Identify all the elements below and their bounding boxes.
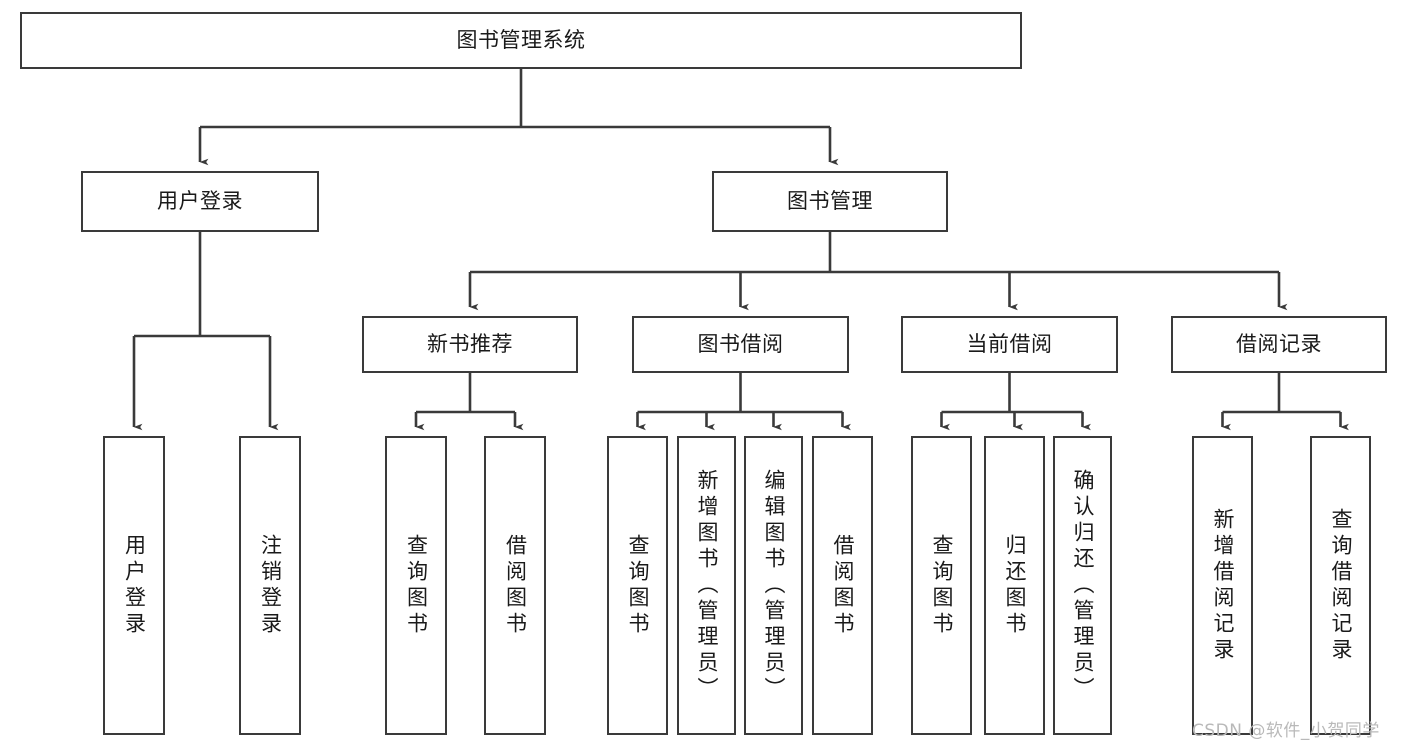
node-leaf-user-login[interactable]: 用户登录 <box>103 436 165 735</box>
node-label-leaf-borrow-book-rec: 借阅图书 <box>503 533 528 638</box>
node-label-leaf-edit-book: 编辑图书（管理员） <box>762 468 786 703</box>
node-leaf-query-book-rec[interactable]: 查询图书 <box>385 436 447 735</box>
node-leaf-query-book-borrow[interactable]: 查询图书 <box>607 436 668 735</box>
node-label-current-borrow: 当前借阅 <box>966 331 1053 356</box>
node-label-book-borrow: 图书借阅 <box>697 331 784 356</box>
node-leaf-return-book[interactable]: 归还图书 <box>984 436 1045 735</box>
node-current-borrow[interactable]: 当前借阅 <box>901 316 1118 373</box>
node-root[interactable]: 图书管理系统 <box>20 12 1022 69</box>
node-label-book-management: 图书管理 <box>787 188 873 213</box>
node-leaf-query-book-cur[interactable]: 查询图书 <box>911 436 972 735</box>
node-leaf-add-record[interactable]: 新增借阅记录 <box>1192 436 1253 735</box>
node-book-management[interactable]: 图书管理 <box>712 171 948 232</box>
node-label-borrow-record: 借阅记录 <box>1236 331 1322 356</box>
node-leaf-add-book[interactable]: 新增图书（管理员） <box>677 436 736 735</box>
node-leaf-edit-book[interactable]: 编辑图书（管理员） <box>744 436 803 735</box>
node-leaf-borrow-book-rec[interactable]: 借阅图书 <box>484 436 546 735</box>
node-label-root: 图书管理系统 <box>456 27 586 52</box>
node-label-leaf-add-book: 新增图书（管理员） <box>695 468 719 703</box>
node-label-leaf-add-record: 新增借阅记录 <box>1211 507 1235 664</box>
node-label-leaf-user-login: 用户登录 <box>122 533 147 638</box>
node-borrow-record[interactable]: 借阅记录 <box>1171 316 1387 373</box>
node-leaf-confirm-return[interactable]: 确认归还（管理员） <box>1053 436 1112 735</box>
node-label-leaf-borrow-book: 借阅图书 <box>831 533 855 638</box>
node-label-user-login: 用户登录 <box>157 188 243 213</box>
node-new-book-recommend[interactable]: 新书推荐 <box>362 316 578 373</box>
node-book-borrow[interactable]: 图书借阅 <box>632 316 849 373</box>
node-label-leaf-query-book-borrow: 查询图书 <box>626 533 650 638</box>
node-label-leaf-query-book-rec: 查询图书 <box>404 533 429 638</box>
csdn-watermark: CSDN @软件_小贺同学 <box>1192 721 1380 741</box>
node-label-leaf-return-book: 归还图书 <box>1003 533 1027 638</box>
node-label-leaf-query-book-cur: 查询图书 <box>930 533 954 638</box>
node-label-leaf-query-record: 查询借阅记录 <box>1329 507 1353 664</box>
node-label-new-book-recommend: 新书推荐 <box>427 331 513 356</box>
node-user-login[interactable]: 用户登录 <box>81 171 319 232</box>
node-label-leaf-logout: 注销登录 <box>258 533 283 638</box>
node-leaf-borrow-book[interactable]: 借阅图书 <box>812 436 873 735</box>
node-leaf-query-record[interactable]: 查询借阅记录 <box>1310 436 1371 735</box>
node-label-leaf-confirm-return: 确认归还（管理员） <box>1071 468 1095 703</box>
node-leaf-logout[interactable]: 注销登录 <box>239 436 301 735</box>
